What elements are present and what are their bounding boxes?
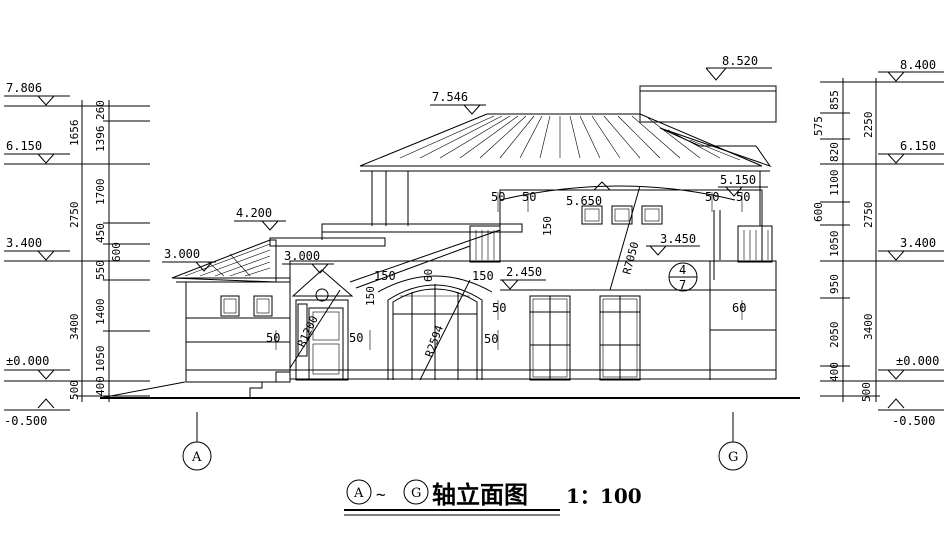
level-right-1: 8.400 <box>900 58 936 72</box>
dim-left-inner-4: 450 <box>94 223 107 243</box>
level-right-3: 3.400 <box>900 236 936 250</box>
small-dim-2: 50 <box>522 190 536 204</box>
dim-left-inner-7: 1400 <box>94 299 107 326</box>
dim-left-outer-3: 3400 <box>68 314 81 341</box>
small-dim-11: 50 <box>484 332 498 346</box>
level-top-4: 3.000 <box>164 247 200 261</box>
title-axis-right: G <box>411 486 421 501</box>
small-dim-6: 150 <box>374 269 396 283</box>
dim-right-inner-10: 500 <box>860 382 873 402</box>
dim-right-outer-1: 2250 <box>862 112 875 139</box>
radius-label-1: R7050 <box>620 240 641 275</box>
left-level-markers: 7.806 6.150 3.400 ±0.000 -0.500 <box>4 81 150 428</box>
title-tilde: ~ <box>376 485 386 504</box>
level-left-5: -0.500 <box>4 414 47 428</box>
window-left-1 <box>220 295 240 317</box>
level-left-4: ±0.000 <box>6 354 49 368</box>
dim-left-outer-2: 2750 <box>68 202 81 229</box>
dim-right-outer-2: 2750 <box>862 202 875 229</box>
level-right-5: -0.500 <box>892 414 935 428</box>
detail-mark-bottom: 7 <box>679 278 686 292</box>
axis-left-label: A <box>191 450 202 465</box>
dim-right-inner-6: 1050 <box>828 231 841 258</box>
dim-right-inner-9: 400 <box>828 362 841 382</box>
level-right-4: ±0.000 <box>896 354 939 368</box>
radius-label-2: R2594 <box>423 323 447 359</box>
dim-left-outer-4: 500 <box>68 380 81 400</box>
level-top-2: 7.546 <box>432 90 468 104</box>
upper-roof-hatch <box>379 113 741 161</box>
level-right-2: 6.150 <box>900 139 936 153</box>
small-dimensions: 50 50 50 50 150 150 150 150 50 50 50 50 … <box>266 190 750 350</box>
top-level-markers: 8.520 7.546 4.200 3.000 3.000 5.650 5.15… <box>162 54 772 290</box>
dim-left-inner-5: 600 <box>110 242 123 262</box>
dim-right-inner-2: 575 <box>812 116 825 136</box>
level-top-9: 2.450 <box>506 265 542 279</box>
level-top-5: 3.000 <box>284 249 320 263</box>
drawing-title-block: A ~ G 轴立面图 1：100 <box>344 479 642 516</box>
dim-right-inner-7: 950 <box>828 274 841 294</box>
axis-markers: A G <box>182 412 748 471</box>
level-top-7: 5.150 <box>720 173 756 187</box>
dim-left-inner-3: 1700 <box>94 179 107 206</box>
dim-left-inner-9: 400 <box>94 376 107 396</box>
dim-right-inner-1: 855 <box>828 90 841 110</box>
dim-right-inner-3: 820 <box>828 142 841 162</box>
dim-left-outer-1: 1656 <box>68 120 81 147</box>
title-axis-left: A <box>353 486 364 501</box>
small-dim-14: 60 <box>422 269 435 282</box>
small-dim-12: 50 <box>492 301 506 315</box>
dim-right-outer-3: 3400 <box>862 314 875 341</box>
small-dim-10: 50 <box>349 331 363 345</box>
level-top-1: 8.520 <box>722 54 758 68</box>
left-dimension-chain: 1656 2750 3400 500 260 1396 1700 450 600… <box>68 100 150 402</box>
right-dimension-chain: 855 575 820 1100 600 1050 950 2050 400 5… <box>812 78 880 402</box>
level-left-1: 7.806 <box>6 81 42 95</box>
building-outline <box>171 85 777 398</box>
window-left-2 <box>253 295 273 317</box>
drawing-title: 轴立面图 <box>432 480 528 509</box>
level-top-3: 4.200 <box>236 206 272 220</box>
entry-door <box>308 307 344 381</box>
dim-right-inner-4: 1100 <box>828 170 841 197</box>
small-dim-9: 50 <box>266 331 280 345</box>
balcony-right <box>737 225 773 263</box>
detail-mark-top: 4 <box>679 263 686 277</box>
dim-right-inner-5: 600 <box>812 202 825 222</box>
drawing-scale: 1：100 <box>566 484 642 508</box>
ground-line <box>99 381 800 399</box>
small-dim-7: 150 <box>472 269 494 283</box>
level-top-6: 5.650 <box>566 194 602 208</box>
small-dim-4: 50 <box>736 190 750 204</box>
small-dim-13: 60 <box>732 301 746 315</box>
detail-mark: 4 7 <box>668 262 698 292</box>
left-roof-hatch <box>184 243 271 277</box>
level-left-3: 3.400 <box>6 236 42 250</box>
small-dim-8: 150 <box>364 286 377 306</box>
level-top-8: 3.450 <box>660 232 696 246</box>
dim-left-inner-6: 550 <box>94 260 107 280</box>
axis-right-label: G <box>728 450 738 465</box>
dim-right-inner-8: 2050 <box>828 322 841 349</box>
level-left-2: 6.150 <box>6 139 42 153</box>
small-dim-5: 150 <box>541 216 554 236</box>
dim-left-inner-8: 1050 <box>94 346 107 373</box>
dim-left-inner-1: 260 <box>94 100 107 120</box>
balcony-left <box>469 225 501 263</box>
dim-left-inner-2: 1396 <box>94 126 107 153</box>
